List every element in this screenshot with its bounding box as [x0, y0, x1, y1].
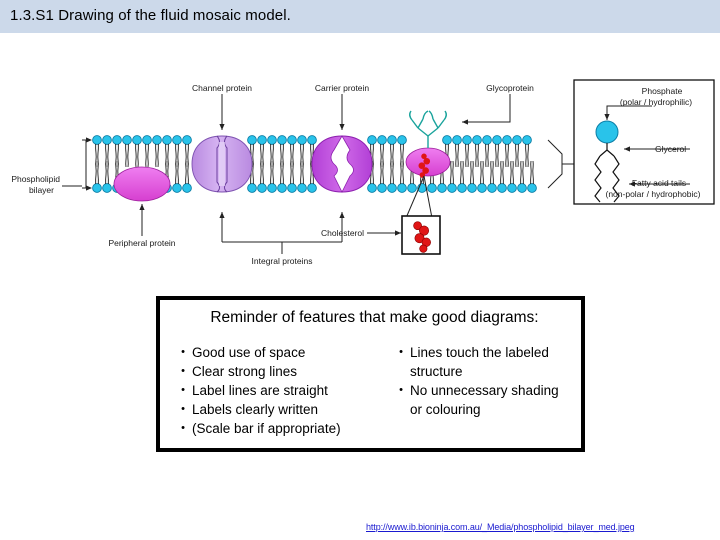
label-phospholipid-bilayer-line2: bilayer: [28, 185, 54, 195]
bilayer-segment-mid: [247, 135, 317, 193]
cholesterol-callout-box: [401, 215, 441, 255]
bullet-icon: •: [181, 346, 185, 358]
list-item: • Labels clearly written: [174, 400, 392, 419]
label-glycoprotein: Glycoprotein: [486, 83, 534, 93]
membrane-diagram-svg: [62, 79, 715, 255]
list-item-label: Good use of space: [192, 345, 306, 360]
bullet-icon: •: [399, 384, 403, 396]
slide-title-band: 1.3.S1 Drawing of the fluid mosaic model…: [0, 0, 720, 33]
source-url-link[interactable]: http://www.ib.bioninja.com.au/_Media/pho…: [366, 522, 635, 532]
list-item-label: Clear strong lines: [192, 364, 298, 379]
bullet-icon: •: [181, 384, 185, 396]
list-item-continuation: or colouring: [410, 402, 481, 417]
reminder-box: Reminder of features that make good diag…: [156, 296, 585, 452]
list-item-label: Label lines are straight: [192, 383, 328, 398]
bullet-icon: •: [399, 346, 403, 358]
label-leader-lines: [62, 94, 574, 254]
label-fatty-acid-tails-line2: (non-polar / hydrophobic): [605, 189, 701, 199]
bullet-icon: •: [181, 422, 185, 434]
glycoprotein-shape: [405, 110, 451, 177]
list-item: • Label lines are straight: [174, 381, 392, 400]
label-carrier-protein: Carrier protein: [314, 83, 370, 93]
list-item-label: No unnecessary shading: [410, 383, 559, 398]
label-integral-proteins: Integral proteins: [251, 256, 313, 266]
list-item-label: (Scale bar if appropriate): [192, 421, 341, 436]
list-item: • No unnecessary shading: [392, 381, 578, 400]
page-title: 1.3.S1 Drawing of the fluid mosaic model…: [10, 7, 291, 24]
channel-protein-shape: [191, 135, 253, 193]
list-item-label: Lines touch the labeled: [410, 345, 549, 360]
peripheral-protein-shape: [113, 166, 171, 202]
label-cholesterol: Cholesterol: [321, 228, 364, 238]
label-fatty-acid-tails-line1: Fatty acid tails: [631, 178, 687, 188]
label-phosphate-line2: (polar / hydrophilic): [619, 97, 693, 107]
reminder-columns: • Good use of space • Clear strong lines…: [174, 343, 578, 438]
reminder-title: Reminder of features that make good diag…: [210, 309, 539, 326]
phospholipid-inset-panel: [573, 79, 715, 205]
bilayer-segment-right-2: [437, 135, 537, 193]
reminder-list-right: • Lines touch the labeled structure • No…: [392, 343, 578, 438]
list-item: • Clear strong lines: [174, 362, 392, 381]
fluid-mosaic-model-diagram: Channel protein Carrier protein Glycopro…: [0, 36, 720, 286]
list-item: • (Scale bar if appropriate): [174, 419, 392, 438]
list-item-continuation: structure: [410, 364, 463, 379]
bullet-icon: •: [181, 365, 185, 377]
label-phospholipid-bilayer-line1: Phospholipid: [11, 174, 60, 184]
label-peripheral-protein: Peripheral protein: [108, 238, 176, 248]
label-phosphate-line1: Phosphate: [641, 86, 683, 96]
reminder-list-left: • Good use of space • Clear strong lines…: [174, 343, 392, 438]
label-channel-protein: Channel protein: [191, 83, 252, 93]
list-item: • Lines touch the labeled: [392, 343, 578, 362]
bullet-icon: •: [181, 403, 185, 415]
list-item-label: Labels clearly written: [192, 402, 319, 417]
label-glycerol: Glycerol: [655, 144, 687, 154]
list-item: • Good use of space: [174, 343, 392, 362]
carrier-protein-shape: [311, 135, 373, 193]
